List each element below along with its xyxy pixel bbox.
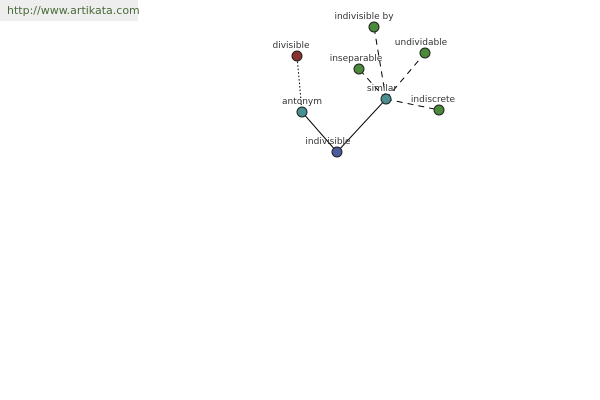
node-indiscrete[interactable] (433, 104, 445, 116)
nodes-layer: indivisible antonym similar divisible indivi… (273, 12, 456, 158)
node-label-undividable[interactable]: undividable (395, 38, 448, 48)
node-divisible[interactable] (291, 50, 303, 62)
edge-antonym-divisible (296, 55, 303, 113)
edge-similar-indiscrete (385, 98, 440, 111)
node-label-similar[interactable]: similar (367, 84, 397, 94)
node-indivisible[interactable] (331, 146, 343, 158)
node-label-inseparable[interactable]: inseparable (330, 54, 383, 64)
node-label-divisible[interactable]: divisible (273, 41, 310, 51)
edge-indivisible-antonym (301, 111, 338, 153)
site-link[interactable]: http://www.artikata.com (0, 0, 140, 21)
node-inseparable[interactable] (353, 63, 365, 75)
edges-layer (296, 26, 440, 153)
node-similar[interactable] (380, 93, 392, 105)
node-label-indiscrete[interactable]: indiscrete (411, 95, 456, 105)
edge-similar-inseparable (358, 68, 387, 100)
edge-similar-indivisible_by (373, 26, 387, 100)
node-undividable[interactable] (419, 47, 431, 59)
node-label-indivisible[interactable]: indivisible (305, 137, 351, 147)
node-label-antonym[interactable]: antonym (282, 97, 322, 107)
node-antonym[interactable] (296, 106, 308, 118)
node-indivisible-by[interactable] (368, 21, 380, 33)
node-label-indivisible-by[interactable]: indivisible by (334, 12, 394, 22)
edge-indivisible-similar (336, 98, 387, 153)
